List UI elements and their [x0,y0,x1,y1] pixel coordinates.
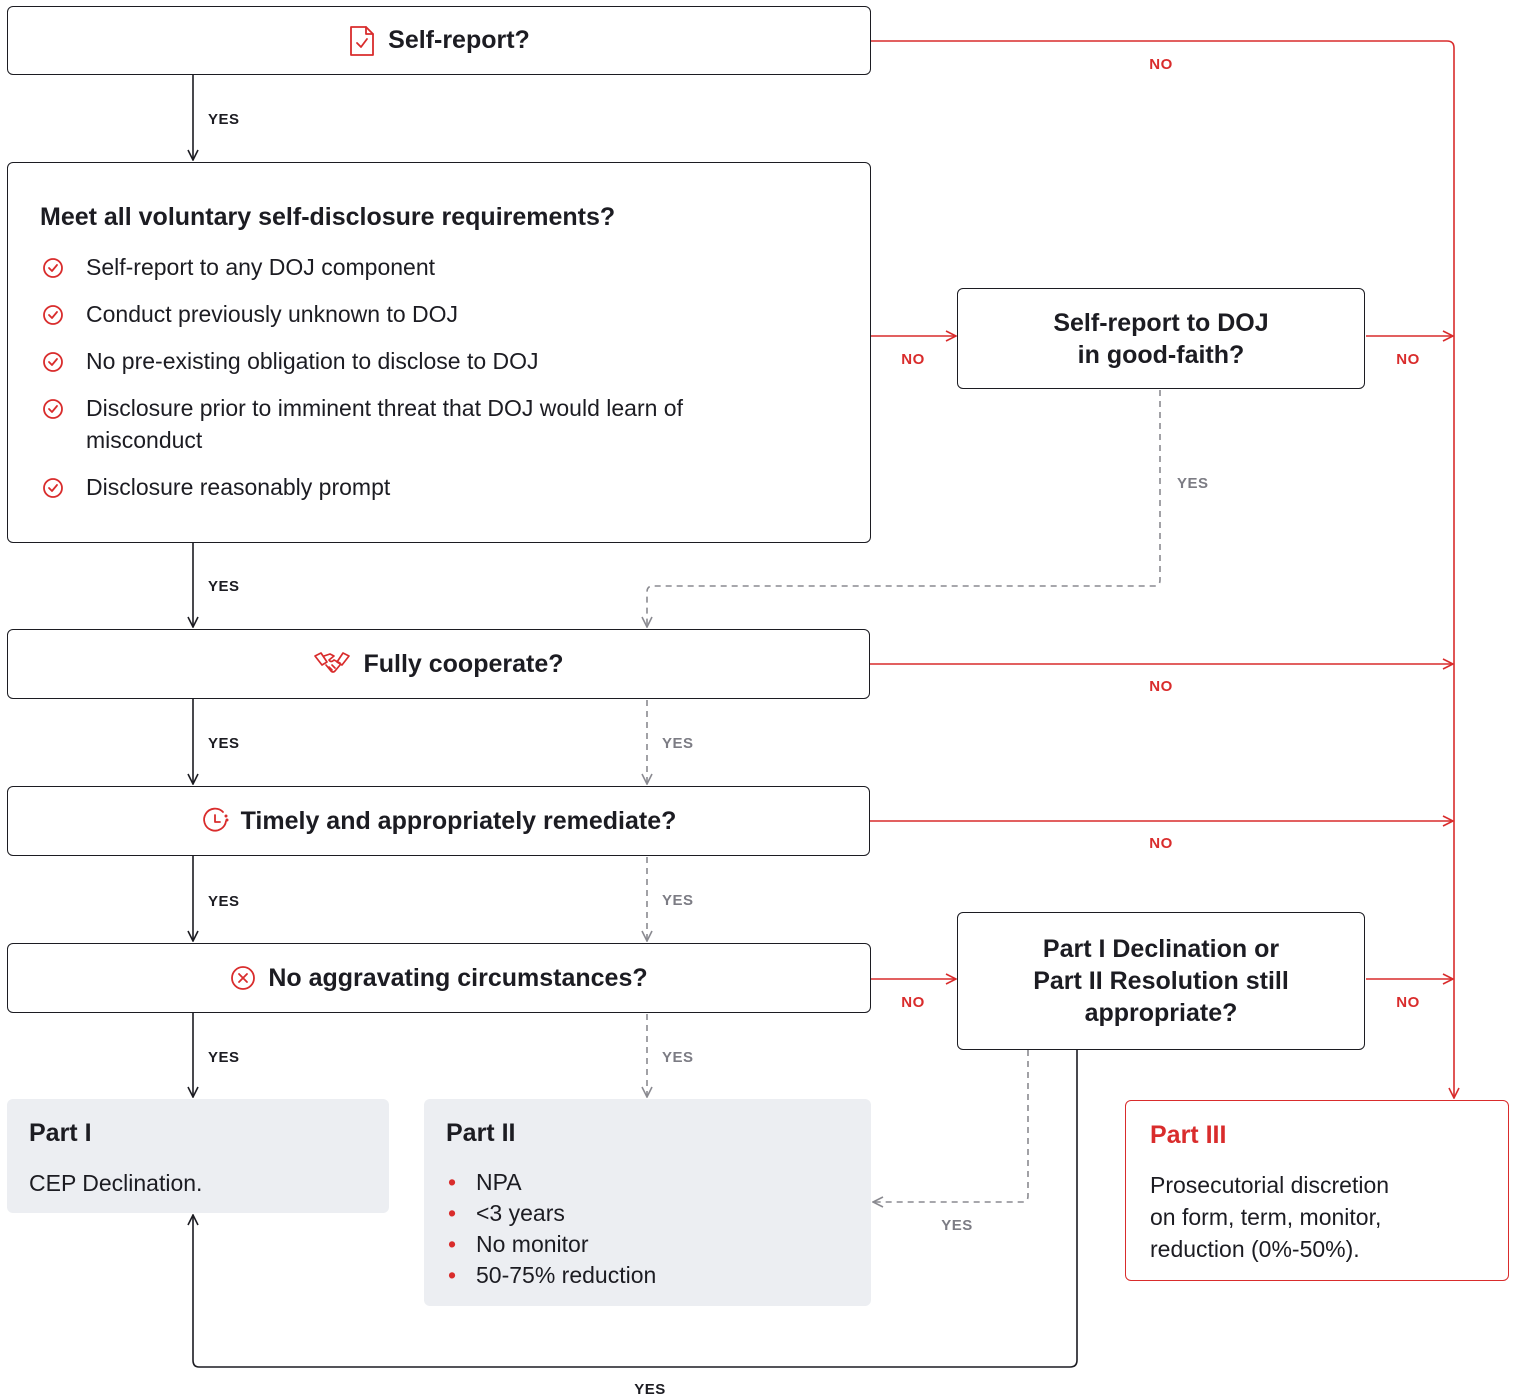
requirement-item: Disclosure reasonably prompt [42,471,802,503]
yes-label: YES [662,1049,694,1066]
cooperate-question: Fully cooperate? [7,629,870,699]
yes-label: YES [662,735,694,752]
part2-title: Part II [446,1119,516,1147]
no-label: NO [1149,56,1173,73]
requirement-item: No pre-existing obligation to disclose t… [42,345,802,377]
yes-label: YES [634,1381,666,1398]
no-connectors [870,40,1454,1098]
yes-label: YES [208,735,240,752]
part1-title: Part I [29,1119,92,1147]
cooperate-label: Fully cooperate? [363,649,564,678]
circle-check-icon [43,478,63,498]
part1-text: CEP Declination. [29,1170,203,1196]
requirement-item: Self-report to any DOJ component [42,251,802,283]
yes-connectors [193,75,1078,1368]
yes-label: YES [208,111,240,128]
requirement-text: Disclosure prior to imminent threat that… [86,395,683,453]
requirements-list: Self-report to any DOJ component Conduct… [42,251,802,518]
handshake-icon [314,652,351,673]
part2-item: NPA [446,1167,656,1198]
yes-label: YES [941,1217,973,1234]
no-label: NO [1396,351,1420,368]
part2-list: NPA <3 years No monitor 50-75% reduction [446,1167,656,1291]
yes-label: YES [662,892,694,909]
document-check-icon [350,25,375,56]
no-label: NO [1396,994,1420,1011]
part3-box: Part III Prosecutorial discretion on for… [1125,1100,1509,1281]
no-label: NO [1149,678,1173,695]
remediate-question: Timely and appropriately remediate? [7,786,870,856]
yes-label: YES [208,893,240,910]
no-label: NO [901,994,925,1011]
requirement-text: Self-report to any DOJ component [86,254,435,280]
part2-item: <3 years [446,1198,656,1229]
yes-label: YES [208,578,240,595]
part3-text: Prosecutorial discretion on form, term, … [1150,1172,1390,1262]
requirement-item: Disclosure prior to imminent threat that… [42,392,802,456]
circle-check-icon [43,352,63,372]
yes-label: YES [1177,475,1209,492]
part1-box: Part I CEP Declination. [7,1099,389,1213]
circle-check-icon [43,399,63,419]
requirement-text: Conduct previously unknown to DOJ [86,301,459,327]
requirement-item: Conduct previously unknown to DOJ [42,298,802,330]
no-label: NO [901,351,925,368]
part3-title: Part III [1150,1121,1227,1149]
aggravating-label: No aggravating circumstances? [268,963,648,992]
aggravating-question: No aggravating circumstances? [7,943,871,1013]
clock-icon [202,807,229,832]
part2-box: Part II NPA <3 years No monitor 50-75% r… [424,1099,871,1306]
requirement-text: Disclosure reasonably prompt [86,474,391,500]
dashed-yes-connectors [647,390,1161,1202]
yes-label: YES [208,1049,240,1066]
no-label: NO [1149,835,1173,852]
part2-item: 50-75% reduction [446,1260,656,1291]
self-report-label: Self-report? [388,26,530,54]
circle-x-icon [231,966,256,990]
part2-item: No monitor [446,1229,656,1260]
requirements-box: Meet all voluntary self-disclosure requi… [7,162,871,543]
self-report-question: Self-report? [7,6,871,75]
still-appropriate-question: Part I Declination or Part II Resolution… [957,912,1365,1050]
circle-check-icon [43,305,63,325]
requirements-title: Meet all voluntary self-disclosure requi… [40,203,616,231]
remediate-label: Timely and appropriately remediate? [240,806,677,835]
circle-check-icon [43,258,63,278]
requirement-text: No pre-existing obligation to disclose t… [86,348,539,374]
good-faith-question: Self-report to DOJ in good-faith? [957,288,1365,389]
